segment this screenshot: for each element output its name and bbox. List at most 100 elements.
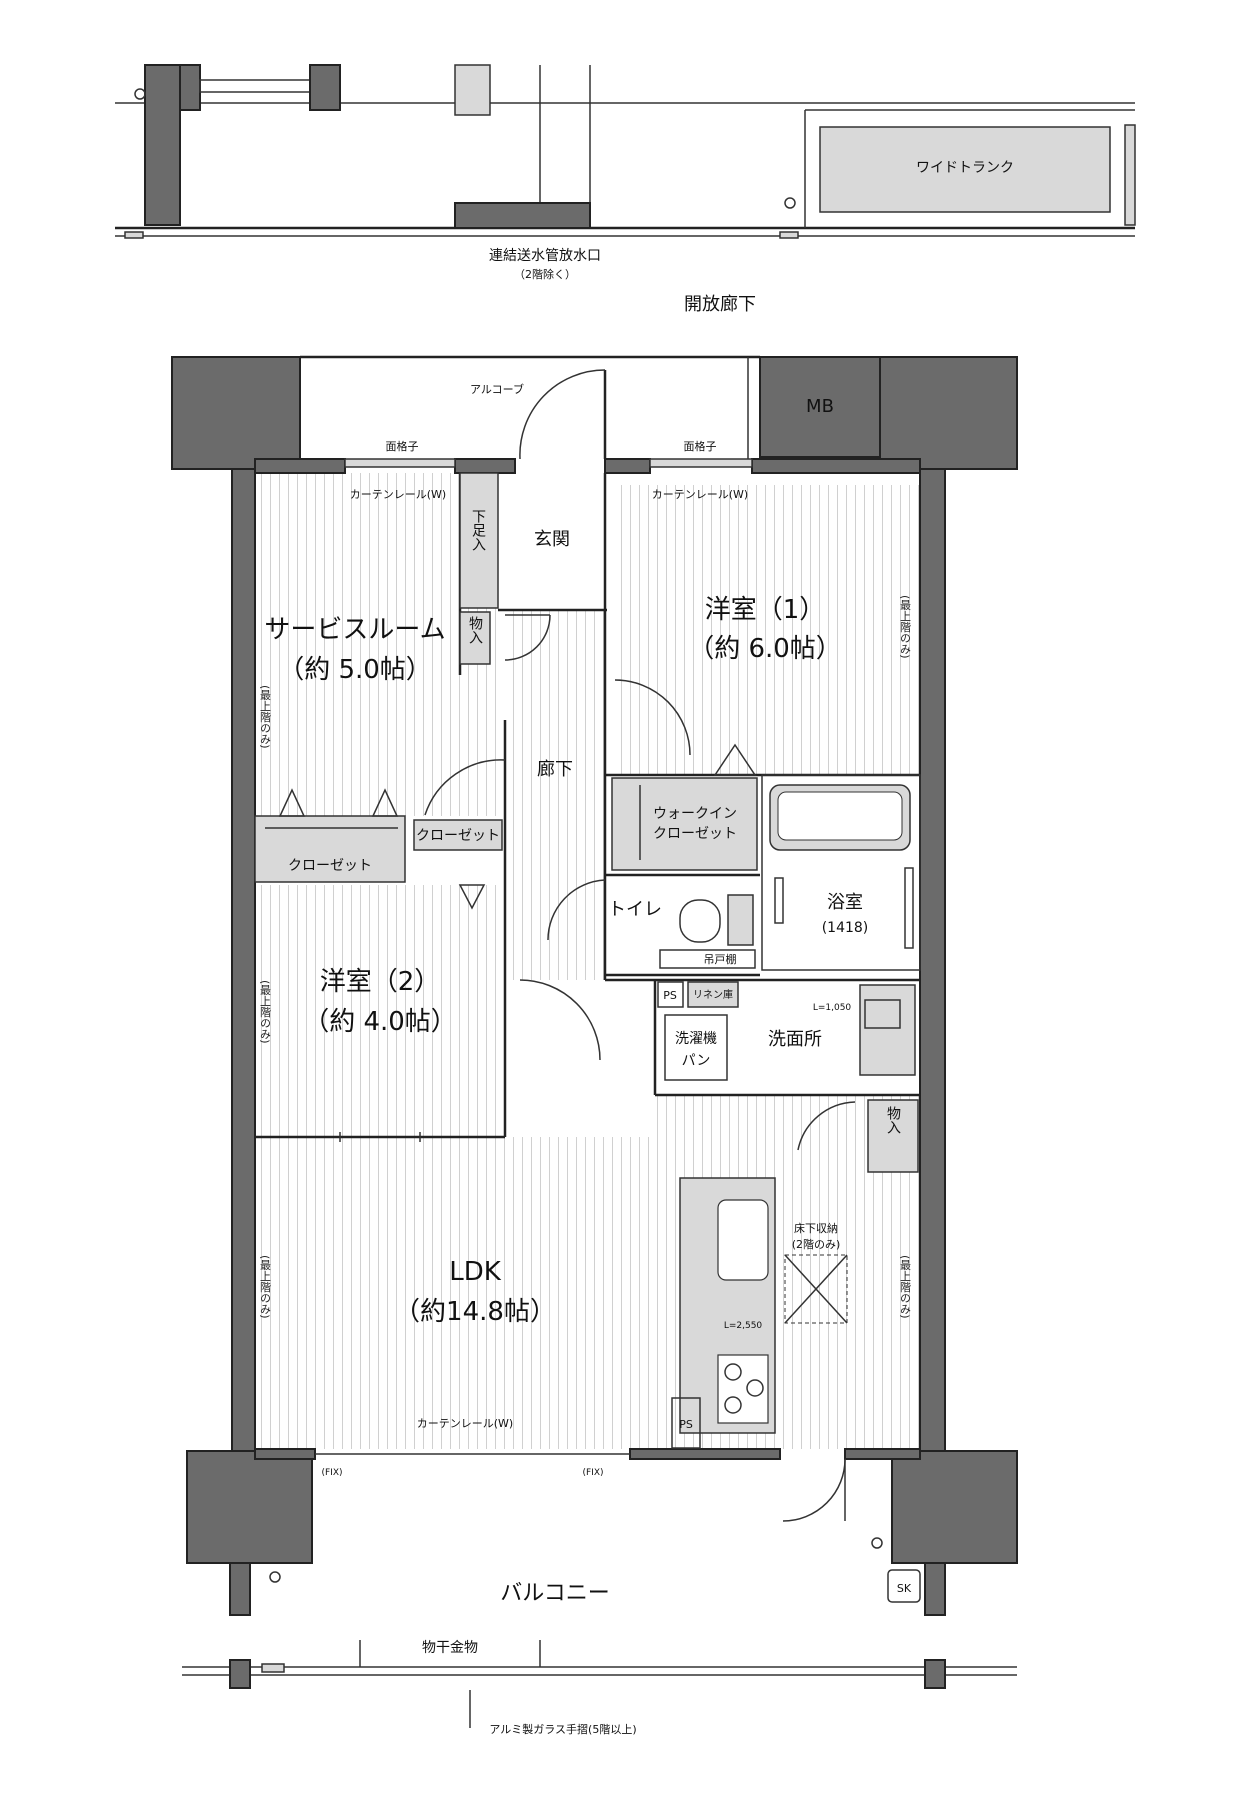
water-inlet-label: 連結送水管放水口 bbox=[489, 248, 601, 264]
ps-top-label: PS bbox=[663, 989, 677, 1002]
vanity-unit bbox=[859, 984, 916, 1076]
storage-top bbox=[459, 611, 491, 665]
bath-name: 浴室 bbox=[827, 892, 863, 913]
top-left-column bbox=[144, 64, 181, 226]
wic-box bbox=[611, 777, 758, 871]
lattice-left bbox=[344, 458, 456, 468]
balcony-area bbox=[182, 1537, 1017, 1728]
western1-size: （約 6.0帖） bbox=[688, 634, 842, 664]
lattice-left-label: 面格子 bbox=[386, 439, 419, 453]
sk-label: SK bbox=[897, 1582, 912, 1595]
underfloor-label-1: 床下収納 bbox=[794, 1221, 838, 1235]
floors bbox=[255, 473, 920, 1449]
fix-right-label: (FIX) bbox=[582, 1468, 603, 1478]
western1-floor bbox=[615, 485, 920, 775]
top-floor-note-western1: (最上階のみ) bbox=[899, 595, 912, 659]
washer-pan-box bbox=[664, 1014, 728, 1081]
top-meter-box bbox=[454, 64, 491, 116]
wall-right bbox=[919, 468, 946, 1452]
top-floor-note-ldk-left: (最上階のみ) bbox=[259, 1255, 272, 1319]
washer-label-1: 洗濯機 bbox=[675, 1031, 717, 1047]
ldk-door-swing bbox=[519, 979, 601, 1061]
lattice-right bbox=[649, 458, 753, 468]
shoe-storage-label: 下足入 bbox=[470, 509, 486, 551]
linen-box bbox=[687, 981, 739, 1008]
top-floor-note-service: (最上階のみ) bbox=[259, 685, 272, 749]
ldk-size: （約14.8帖） bbox=[394, 1297, 556, 1327]
wide-trunk-label: ワイドトランク bbox=[916, 160, 1014, 176]
balcony-door-swing bbox=[782, 1458, 846, 1522]
washer-label-2: パン bbox=[682, 1053, 711, 1069]
column-top-right bbox=[879, 356, 1018, 470]
sk-box bbox=[887, 1569, 921, 1603]
western2-name: 洋室（2） bbox=[320, 967, 441, 997]
service-room-name: サービスルーム bbox=[264, 615, 445, 645]
toilet-door-swing bbox=[547, 879, 606, 941]
open-corridor-label: 開放廊下 bbox=[684, 294, 756, 315]
lattice-right-label: 面格子 bbox=[684, 439, 717, 453]
storage-ldk-box bbox=[867, 1099, 919, 1173]
western2-floor bbox=[255, 885, 505, 1137]
vanity-length: L=1,050 bbox=[813, 1003, 852, 1013]
curtain-left-label: カーテンレール(W) bbox=[350, 488, 446, 501]
water-inlet-note: （2階除く） bbox=[514, 267, 576, 281]
closet-right-label: クローゼット bbox=[416, 828, 500, 844]
closet-left bbox=[254, 815, 406, 883]
ps-kitchen-label: PS bbox=[679, 1418, 693, 1431]
labels: MB アルコーブ 面格子 面格子 カーテンレール(W) カーテンレール(W) 下… bbox=[259, 382, 912, 1736]
wic-label-2: クローゼット bbox=[653, 826, 737, 842]
shoe-storage bbox=[459, 472, 499, 609]
top-floor-note-western2: (最上階のみ) bbox=[259, 980, 272, 1044]
railing-label: アルミ製ガラス手摺(5階以上) bbox=[489, 1722, 636, 1736]
western2-size: （約 4.0帖） bbox=[303, 1007, 457, 1037]
ps-kitchen-box bbox=[671, 1397, 701, 1449]
genkan-label: 玄関 bbox=[534, 529, 570, 550]
hallway-floor bbox=[505, 610, 605, 980]
linen-label: リネン庫 bbox=[693, 988, 733, 1001]
ldk-floor bbox=[255, 1137, 920, 1449]
underfloor-label-2: (2階のみ) bbox=[792, 1237, 841, 1251]
wall-left bbox=[231, 468, 256, 1452]
hanging-shelf-label: 吊戸棚 bbox=[704, 952, 737, 966]
alcove-label: アルコーブ bbox=[470, 382, 524, 396]
service-room-door-swing bbox=[424, 759, 506, 816]
column-bottom-left bbox=[186, 1450, 313, 1564]
bath-size: (1418) bbox=[822, 920, 869, 936]
mb-label: MB bbox=[806, 396, 834, 417]
kitchen-length: L=2,550 bbox=[724, 1321, 763, 1331]
column-top-left bbox=[171, 356, 301, 470]
top-corridor-area: ワイドトランク 連結送水管放水口 （2階除く） 開放廊下 bbox=[115, 64, 1136, 315]
structure bbox=[171, 355, 1018, 1616]
toilet-bowl bbox=[679, 899, 721, 943]
kitchen-sink bbox=[717, 1199, 769, 1281]
hallway-label: 廊下 bbox=[537, 759, 573, 780]
storage-door-swing bbox=[504, 614, 551, 661]
wic-label-1: ウォークイン bbox=[653, 806, 737, 822]
western1-door-swing bbox=[614, 679, 691, 756]
storage-ldk-label: 物入 bbox=[885, 1106, 901, 1134]
service-room-size: （約 5.0帖） bbox=[278, 655, 432, 685]
washroom-label: 洗面所 bbox=[768, 1029, 822, 1050]
ldk-name: LDK bbox=[449, 1257, 502, 1287]
ps-top-box bbox=[657, 981, 684, 1008]
underfloor-storage bbox=[784, 1254, 848, 1324]
closet-left-label: クローゼット bbox=[288, 858, 372, 874]
top-floor-note-ldk-right: (最上階のみ) bbox=[899, 1255, 912, 1319]
drying-label: 物干金物 bbox=[422, 1640, 478, 1656]
storage-top-label: 物入 bbox=[467, 616, 483, 644]
curtain-ldk-label: カーテンレール(W) bbox=[417, 1417, 513, 1430]
toilet-tank bbox=[727, 894, 754, 946]
western1-name: 洋室（1） bbox=[705, 595, 826, 625]
toilet-label: トイレ bbox=[608, 899, 662, 920]
wide-trunk-box bbox=[819, 126, 1111, 213]
balcony-label: バルコニー bbox=[500, 1581, 610, 1606]
kitchen-stove bbox=[717, 1354, 769, 1424]
column-bottom-right bbox=[891, 1450, 1018, 1564]
storage-ldk-door-swing bbox=[797, 1101, 856, 1151]
closet-right bbox=[413, 819, 503, 851]
curtain-right-label: カーテンレール(W) bbox=[652, 488, 748, 501]
fix-left-label: (FIX) bbox=[321, 1468, 342, 1478]
water-inlet-box bbox=[454, 202, 591, 229]
entry-door-swing bbox=[519, 369, 606, 460]
